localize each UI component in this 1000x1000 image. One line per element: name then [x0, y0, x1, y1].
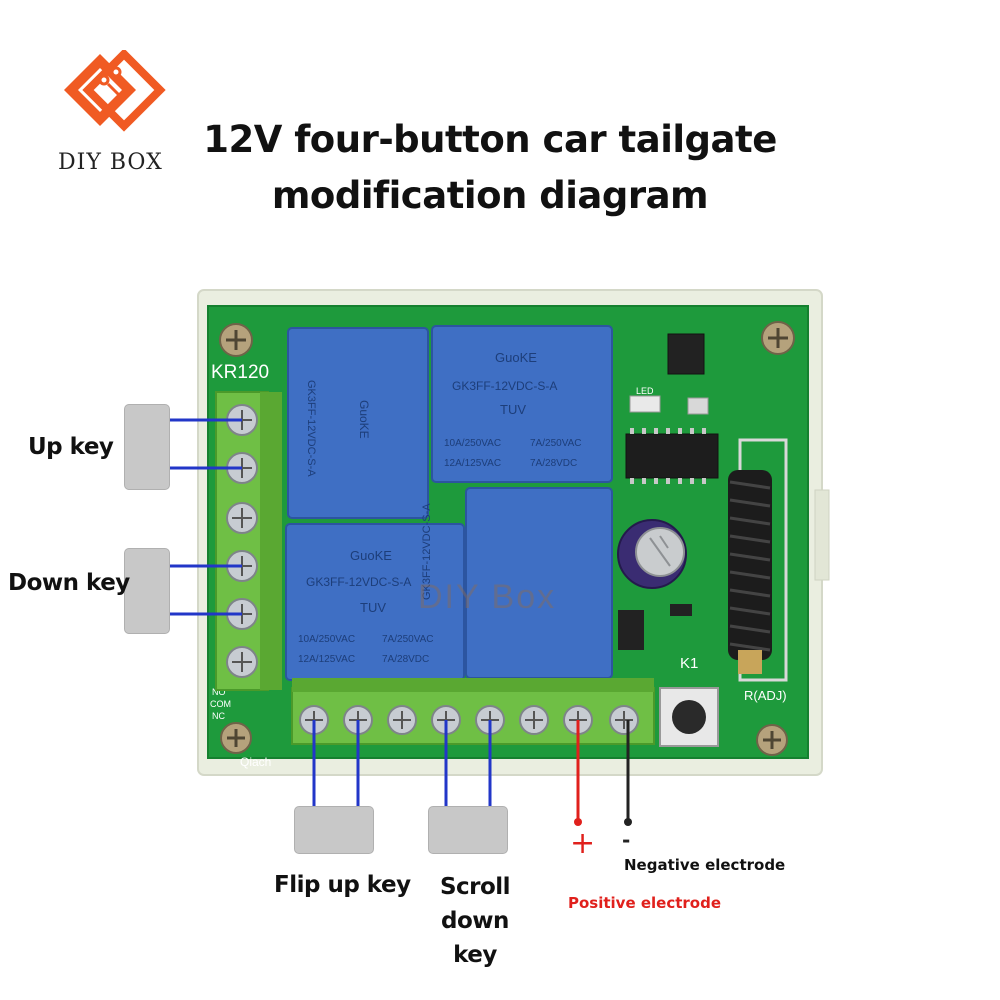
screw-icon — [220, 722, 252, 754]
page-title: 12V four-button car tailgate modificatio… — [180, 112, 800, 224]
terminal-screw-icon — [226, 646, 258, 678]
terminal-screw-icon — [609, 705, 639, 735]
minus-sign: - — [622, 828, 631, 852]
board-brand-label: Qiach — [240, 755, 271, 769]
svg-text:GK3FF-12VDC-S-A: GK3FF-12VDC-S-A — [452, 379, 557, 393]
title-line-2: modification diagram — [271, 174, 709, 217]
positive-terminal-dot — [574, 818, 582, 826]
relay-bottom-left: GuoKE GK3FF-12VDC-S-A TUV 10A/250VAC 12A… — [285, 523, 465, 681]
svg-text:7A/250VAC: 7A/250VAC — [382, 634, 434, 645]
diy-box-logo — [64, 50, 166, 132]
led-label: LED — [636, 386, 654, 396]
svg-text:GuoKE: GuoKE — [495, 350, 537, 365]
scroll-down-key-label: Scroll down key — [418, 870, 532, 972]
antenna-coil — [728, 438, 788, 682]
terminal-screw-icon — [226, 502, 258, 534]
svg-text:12A/125VAC: 12A/125VAC — [444, 458, 501, 469]
scroll-down-key-line-1: Scroll — [439, 874, 511, 900]
brand-name: DIY BOX — [58, 150, 163, 175]
ic-chip-large — [625, 428, 719, 484]
svg-text:12A/125VAC: 12A/125VAC — [298, 654, 355, 665]
svg-text:GuoKE: GuoKE — [357, 400, 371, 439]
negative-terminal-dot — [624, 818, 632, 826]
flip-up-key-label: Flip up key — [274, 872, 411, 898]
bottom-terminal-block — [291, 678, 655, 745]
small-component — [687, 397, 709, 415]
wires-up-key — [168, 418, 242, 470]
k1-label: K1 — [680, 655, 698, 672]
screw-icon — [761, 321, 795, 355]
title-line-1: 12V four-button car tailgate — [203, 118, 777, 161]
svg-text:7A/28VDC: 7A/28VDC — [382, 654, 429, 665]
pin-label-no: NO — [212, 687, 226, 697]
down-key-label: Down key — [8, 570, 130, 596]
wires-scroll-down-key — [444, 720, 492, 808]
k1-button-icon — [659, 687, 719, 747]
terminal-screw-icon — [519, 705, 549, 735]
down-key-switch — [124, 548, 170, 634]
ic-chip-small — [667, 333, 705, 375]
svg-text:7A/250VAC: 7A/250VAC — [530, 438, 582, 449]
wires-down-key — [168, 564, 242, 616]
capacitor — [617, 519, 687, 589]
svg-text:GK3FF-12VDC-S-A: GK3FF-12VDC-S-A — [306, 575, 411, 589]
screw-icon — [219, 323, 253, 357]
up-key-label: Up key — [28, 434, 114, 460]
svg-text:GK3FF-12VDC-S-A: GK3FF-12VDC-S-A — [305, 380, 317, 477]
svg-text:GK3FF-12VDC-S-A: GK3FF-12VDC-S-A — [421, 503, 433, 600]
led — [629, 395, 661, 413]
logo-diamond-icon — [64, 50, 166, 132]
flip-up-key-switch — [294, 806, 374, 854]
transistor — [618, 610, 644, 650]
positive-electrode-label: Positive electrode — [568, 894, 722, 912]
svg-text:TUV: TUV — [360, 600, 386, 615]
scroll-down-key-line-2: down key — [441, 908, 509, 968]
adj-label: R(ADJ) — [744, 688, 787, 703]
svg-text:TUV: TUV — [500, 402, 526, 417]
terminal-screw-icon — [387, 705, 417, 735]
pin-label-com: COM — [210, 699, 231, 709]
svg-text:7A/28VDC: 7A/28VDC — [530, 458, 577, 469]
board-model-label: KR120 — [211, 362, 269, 383]
scroll-down-key-switch — [428, 806, 508, 854]
svg-text:GuoKE: GuoKE — [350, 548, 392, 563]
watermark: DIY Box — [418, 578, 556, 616]
screw-icon — [756, 724, 788, 756]
relay-top-right: GuoKE GK3FF-12VDC-S-A TUV 10A/250VAC 12A… — [431, 325, 613, 483]
wires-flip-up-key — [312, 720, 360, 808]
svg-text:10A/250VAC: 10A/250VAC — [298, 634, 355, 645]
diode — [670, 604, 692, 616]
svg-text:10A/250VAC: 10A/250VAC — [444, 438, 501, 449]
relay-bottom-right: GK3FF-12VDC-S-A — [421, 487, 613, 679]
plus-sign: + — [570, 826, 596, 861]
negative-electrode-label: Negative electrode — [624, 856, 786, 874]
housing-side-tab — [814, 489, 830, 581]
relay-top-left: GuoKE GK3FF-12VDC-S-A — [287, 327, 429, 519]
up-key-switch — [124, 404, 170, 490]
left-terminal-block — [215, 391, 282, 691]
pin-label-nc: NC — [212, 711, 225, 721]
